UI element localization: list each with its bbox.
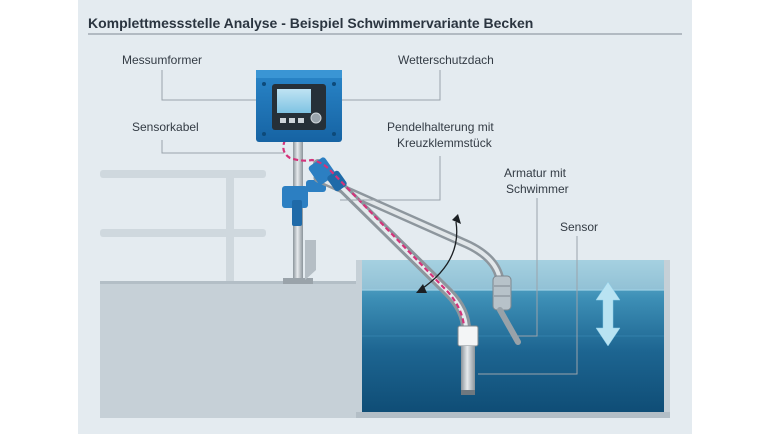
- pendulum-holder-arm: [313, 173, 505, 285]
- sensor-cable: [282, 139, 466, 327]
- label-armatur-line1: Armatur mit: [504, 166, 567, 180]
- label-wetterschutzdach: Wetterschutzdach: [398, 53, 494, 67]
- concrete-platform: [100, 281, 362, 418]
- leader-messumformer: [161, 70, 256, 101]
- leader-pendelhalterung: [340, 156, 441, 201]
- transmitter-button: [280, 118, 286, 123]
- arc-arrowhead-top: [452, 214, 461, 224]
- railing: [100, 170, 266, 282]
- arm-clamp: [308, 157, 347, 192]
- float-armature: [492, 275, 521, 345]
- diagram-title: Komplettmessstelle Analyse - Beispiel Sc…: [88, 15, 533, 31]
- leader-sensorkabel: [161, 140, 284, 154]
- transmitter-unit: [256, 70, 342, 142]
- platform-edge: [100, 281, 362, 284]
- water-level-arrow-icon: [595, 281, 621, 347]
- cross-clamp: [282, 180, 326, 226]
- leader-armatur: [518, 198, 538, 337]
- label-pendelhalterung-line1: Pendelhalterung mit: [387, 120, 494, 134]
- leader-wetterschutzdach: [342, 70, 441, 101]
- swing-arc-arrow-icon: [419, 221, 458, 291]
- label-sensorkabel: Sensorkabel: [132, 120, 199, 134]
- label-pendelhalterung-line2: Kreuzklemmstück: [397, 136, 493, 150]
- label-messumformer: Messumformer: [122, 53, 202, 67]
- arc-arrowhead-bottom: [416, 284, 427, 293]
- sensor-probe: [457, 325, 479, 395]
- label-sensor: Sensor: [560, 220, 598, 234]
- leader-sensor: [478, 236, 578, 375]
- label-armatur-line2: Schwimmer: [506, 182, 569, 196]
- navigator-knob-icon: [310, 112, 322, 124]
